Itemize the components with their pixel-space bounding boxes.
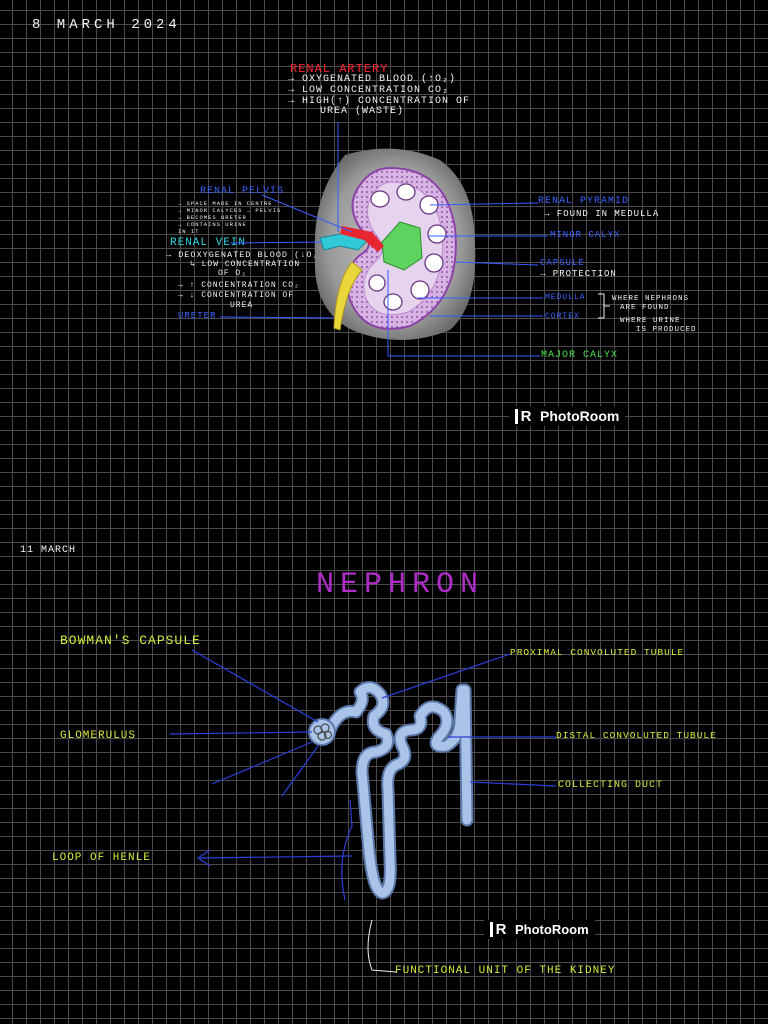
loop-of-henle-label: Loop of Henle [52,852,151,864]
major-calyx-label: Major Calyx [541,350,619,361]
pct-label: Proximal Convoluted Tubule [510,647,685,658]
functional-unit-bracket [367,919,397,973]
nephron-title: Nephron [316,568,485,602]
urine-note-2: is produced [636,326,697,334]
urine-note-1: Where urine [620,317,681,325]
photoroom-watermark-text-1: PhotoRoom [540,408,620,424]
minor-calyces [381,221,423,271]
renal-artery-line-4: urea (waste) [320,106,405,117]
renal-artery-title: Renal Artery [290,62,389,76]
date-heading-1: 8 March 2024 [32,17,181,33]
medulla-label: Medulla [545,293,586,302]
nephron-pointer-lines [169,649,557,901]
ureter-tube [333,261,363,331]
renal-artery-vessel [340,226,384,252]
renal-pelvis-title: Renal Pelvis [200,186,285,197]
renal-vein-line-4: → ↑ concentration CO₂ [178,281,300,290]
glomerulus-label: Glomerulus [60,730,137,742]
glomerulus-shape [313,723,333,741]
renal-pelvis-note-3: → Becomes ureter [178,214,247,221]
kidney-pointer-lines [219,122,548,357]
renal-pelvis-note-1: → Space made in centre [178,200,273,207]
renal-vein-line-1: → Deoxygenated blood (↓O₂) [166,250,325,260]
renal-vein-line-3: of O₂ [218,269,248,278]
nephrons-note-1: Where nephrons [612,295,690,303]
renal-vein-line-2: ↳ low concentration [190,260,301,269]
renal-vein-line-6: urea [230,301,254,310]
renal-vein-line-5: → ↓ concentration of [178,291,295,300]
renal-artery-line-3: → High(↑) concentration of [288,96,471,107]
renal-pelvis-note-4: → Contains urine [178,221,247,228]
capsule-note: → Protection [540,269,617,279]
date-heading-2: 11 March [20,545,77,556]
photoroom-watermark-text-2: PhotoRoom [515,922,589,937]
ureter-label: Ureter [178,311,217,321]
photoroom-watermark-1: R PhotoRoom [509,406,626,426]
bracket-marks [598,293,610,319]
renal-pelvis-note-5: in it [178,228,200,235]
collecting-duct-label: Collecting Duct [558,780,664,791]
photoroom-logo-icon: R [515,408,534,424]
photoroom-logo-icon: R [490,922,509,937]
minor-calyx-label: Minor Calyx [550,230,621,240]
bowmans-capsule-label: Bowman's Capsule [60,633,201,648]
functional-unit-label: Functional unit of the kidney [395,965,616,977]
renal-artery-line-1: → Oxygenated blood (↑O₂) [288,74,457,85]
renal-pelvis-note-2: → Minor calyces → pelvis [178,207,282,214]
renal-artery-line-2: → Low concentration CO₂ [288,85,450,96]
renal-pyramid-note: → Found in medulla [544,209,660,219]
dct-label: Distal Convoluted Tubule [556,730,717,741]
photoroom-watermark-2: R PhotoRoom [484,920,595,939]
cortex-label: Cortex [545,312,580,321]
nephrons-note-2: are found [620,304,670,312]
renal-vein-title: Renal Vein [170,237,247,249]
capsule-label: Capsule [540,258,585,268]
renal-pyramid-label: Renal Pyramid [538,196,630,207]
